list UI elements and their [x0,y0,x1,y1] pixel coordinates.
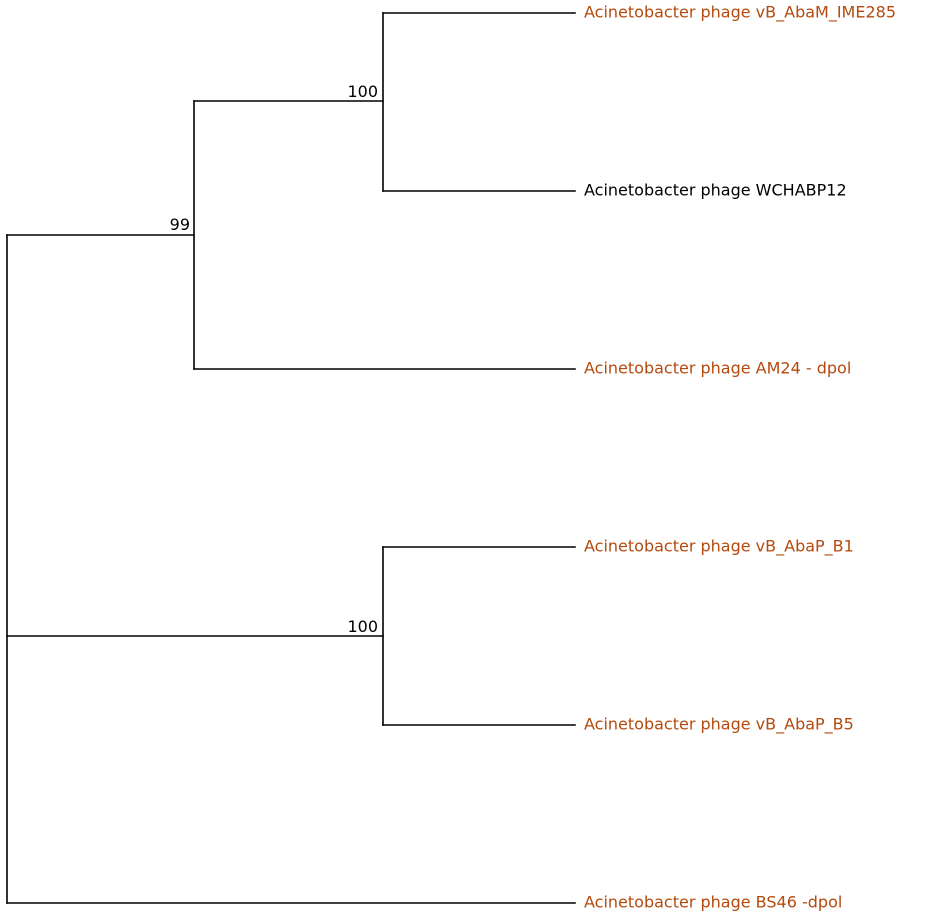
leaf-label-wchabp12: Acinetobacter phage WCHABP12 [584,181,847,200]
bootstrap-value-b1-b5: 100 [347,617,378,636]
leaf-label-am24: Acinetobacter phage AM24 - dpol [584,359,851,378]
tree-branches [6,12,576,904]
leaf-labels: Acinetobacter phage vB_AbaM_IME285 Acine… [584,3,896,912]
bootstrap-value-ime285-wchabp12-am24: 99 [170,215,190,234]
bootstrap-value-ime285-wchabp12: 100 [347,82,378,101]
leaf-label-ime285: Acinetobacter phage vB_AbaM_IME285 [584,3,896,23]
leaf-label-b1: Acinetobacter phage vB_AbaP_B1 [584,537,854,557]
leaf-label-bs46: Acinetobacter phage BS46 -dpol [584,893,842,912]
leaf-label-b5: Acinetobacter phage vB_AbaP_B5 [584,715,854,735]
bootstrap-values: 100 99 100 [170,82,378,636]
